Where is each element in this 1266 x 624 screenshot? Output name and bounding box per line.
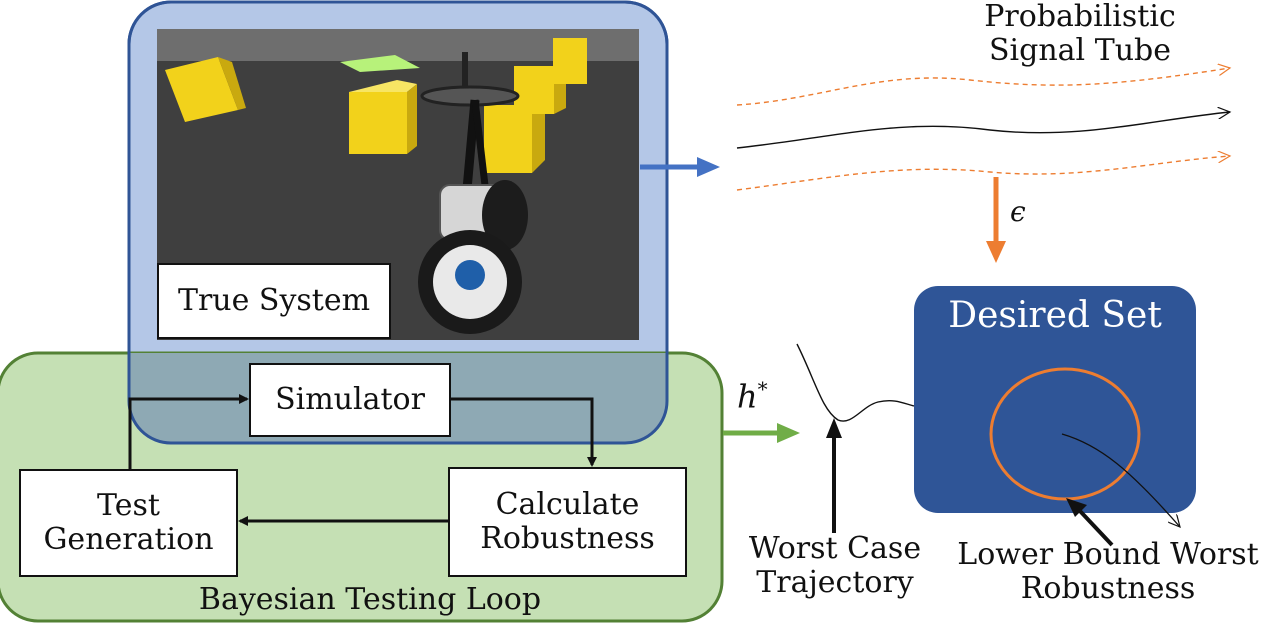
- arrow-simulator-to-robustness: [451, 397, 597, 467]
- yellow-block: [165, 57, 246, 122]
- robustness-circle: [989, 367, 1141, 501]
- desired-set-title: Desired Set: [948, 295, 1162, 336]
- h-star-label: h*: [737, 378, 768, 415]
- calculate-robustness-box: Calculate Robustness: [448, 467, 687, 577]
- lower-bound-label: Lower Bound Worst Robustness: [957, 537, 1259, 606]
- bayesian-loop-title: Bayesian Testing Loop: [198, 582, 542, 617]
- signal-tube-title: Probabilistic Signal Tube: [984, 0, 1176, 68]
- h-star-sup: *: [757, 377, 768, 401]
- epsilon-label: ϵ: [1010, 195, 1026, 228]
- test-generation-box: Test Generation: [19, 469, 238, 577]
- worst-case-curve: [796, 343, 915, 422]
- yellow-block: [553, 38, 587, 84]
- signal-tube: [736, 68, 1230, 191]
- segway-robot: [418, 52, 528, 334]
- yellow-block: [349, 80, 417, 154]
- yellow-block: [514, 60, 566, 114]
- lower-bound-pointer: [1078, 509, 1114, 547]
- h-star-base: h: [737, 377, 758, 416]
- simulator-box: Simulator: [249, 363, 451, 437]
- calculate-robustness-text: Calculate Robustness: [480, 486, 655, 556]
- trajectory-in-set: [1061, 433, 1180, 527]
- test-generation-text: Test Generation: [43, 487, 214, 557]
- segway-photo: [157, 29, 639, 340]
- true-system-text: True System: [177, 282, 371, 318]
- yellow-block: [484, 96, 545, 173]
- desired-set-box: [914, 286, 1196, 513]
- arrow-testgen-to-simulator: [128, 394, 249, 469]
- true-system-label: True System: [157, 263, 391, 339]
- worst-case-trajectory-label: Worst Case Trajectory: [748, 531, 922, 600]
- simulator-text: Simulator: [275, 381, 425, 417]
